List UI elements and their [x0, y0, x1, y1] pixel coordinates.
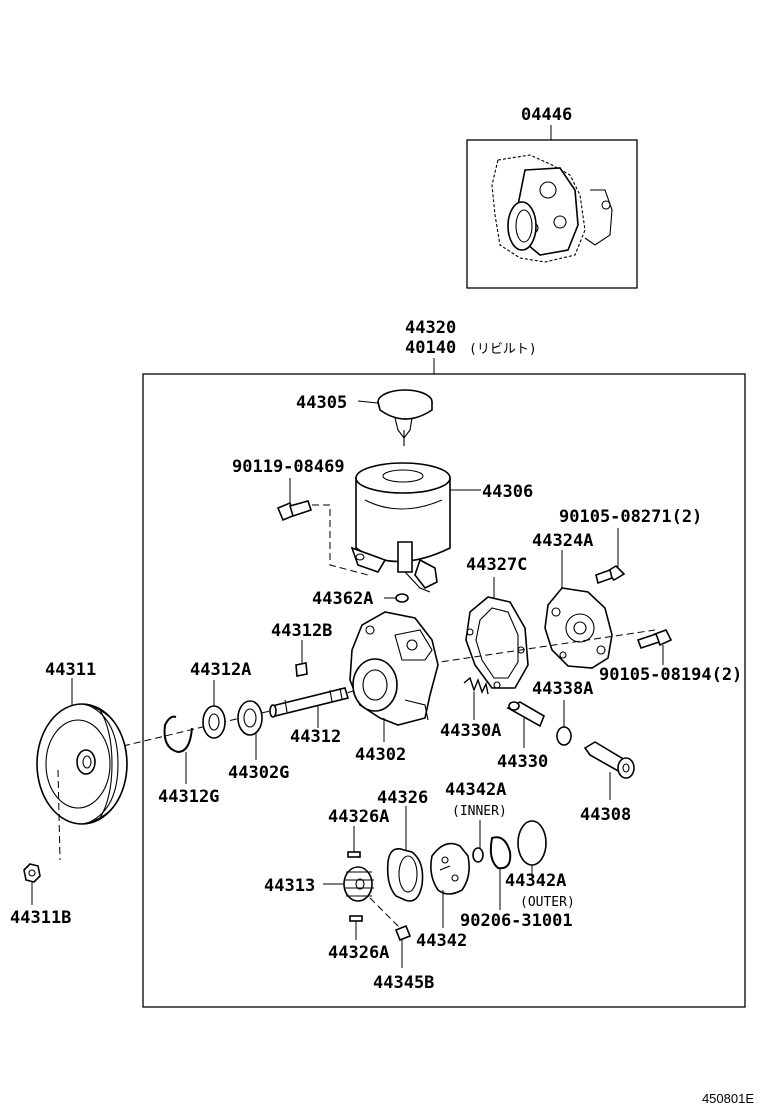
reservoir-cap-part[interactable]: [377, 389, 433, 446]
gasket-kit-group[interactable]: [466, 125, 638, 289]
bolt-dash: [312, 504, 369, 576]
shaft-part[interactable]: [269, 687, 350, 718]
label-vane-top: 44326A: [328, 807, 389, 827]
union-fitting-part[interactable]: [583, 741, 635, 779]
reservoir-bolt-part[interactable]: [276, 500, 313, 522]
label-pump-assy-2: 40140: [405, 338, 456, 358]
snap-ring-2-part[interactable]: [489, 836, 512, 870]
label-pin-345: 44345B: [373, 973, 434, 993]
label-vane-bottom: 44326A: [328, 943, 389, 963]
label-washer-312b: 44312B: [271, 621, 332, 641]
valve-spring-part[interactable]: [463, 676, 489, 695]
label-pin-outer-note: (OUTER): [520, 895, 575, 910]
snap-ring-part[interactable]: [163, 715, 193, 754]
label-cam-ring: 44326: [377, 788, 428, 808]
pulley-nut-dash: [57, 769, 61, 861]
label-pump-assy-1: 44320: [405, 318, 456, 338]
vane-bottom-part[interactable]: [349, 915, 363, 922]
label-bolt-cover-2: 90105-08194(2): [599, 665, 742, 685]
label-side-plate: 44342: [416, 931, 467, 951]
pulley-nut-part[interactable]: [23, 863, 41, 883]
label-pump-body: 44302: [355, 745, 406, 765]
gasket-kit-illustration: [491, 154, 613, 263]
pin-inner-part[interactable]: [472, 847, 484, 863]
label-snap-ring-2: 90206-31001: [460, 911, 573, 931]
flow-valve-part[interactable]: [506, 701, 545, 728]
label-flow-valve: 44330: [497, 752, 548, 772]
side-plate-part[interactable]: [430, 842, 470, 895]
label-bearing: 44312A: [190, 660, 251, 680]
cover-bolt-lower-part[interactable]: [636, 629, 673, 650]
label-pin-inner-note: (INNER): [452, 804, 507, 819]
bearing-part[interactable]: [202, 705, 226, 739]
cover-bolt-upper-part[interactable]: [595, 564, 626, 585]
label-pulley: 44311: [45, 660, 96, 680]
label-bolt-cover: 90105-08271(2): [559, 507, 702, 527]
gasket-kit-frame: [466, 139, 638, 289]
label-pulley-nut: 44311B: [10, 908, 71, 928]
oil-seal-part[interactable]: [237, 700, 263, 736]
axis-line-right: [419, 629, 656, 666]
label-pump-assy-2-note: (リビルト): [469, 342, 537, 357]
label-oring-338: 44338A: [532, 679, 593, 699]
label-reservoir-tank: 44306: [482, 482, 533, 502]
label-valve-spring: 44330A: [440, 721, 501, 741]
rear-cover-part[interactable]: [544, 587, 613, 669]
label-bolt-reservoir: 90119-08469: [232, 457, 345, 477]
vane-top-part[interactable]: [347, 851, 361, 858]
cam-ring-part[interactable]: [386, 848, 424, 902]
oring-362-part[interactable]: [395, 593, 409, 603]
label-pin-outer: 44342A: [505, 871, 566, 891]
cover-gasket-part[interactable]: [465, 596, 529, 689]
label-gasket-kit: 04446: [521, 105, 572, 125]
washer-312b-part[interactable]: [295, 662, 308, 677]
label-oil-seal: 44302G: [228, 763, 289, 783]
pin-outer-part[interactable]: [517, 820, 547, 866]
label-snap-ring: 44312G: [158, 787, 219, 807]
label-oring-362: 44362A: [312, 589, 373, 609]
rotor-dash: [369, 897, 401, 929]
label-union-fitting: 44308: [580, 805, 631, 825]
label-pin-inner: 44342A: [445, 780, 506, 800]
label-rear-cover: 44324A: [532, 531, 593, 551]
cap-leader: [357, 400, 379, 404]
label-rotor: 44313: [264, 876, 315, 896]
label-cover-gasket: 44327C: [466, 555, 527, 575]
label-reservoir-cap: 44305: [296, 393, 347, 413]
pump-assy-frame: [142, 373, 746, 1008]
pulley-part[interactable]: [36, 703, 128, 825]
reservoir-tank-part[interactable]: [350, 462, 451, 593]
pin-345-part[interactable]: [394, 924, 412, 942]
rotor-part[interactable]: [343, 866, 374, 902]
diagram-reference: 450801E: [702, 1091, 754, 1106]
oring-338-part[interactable]: [556, 726, 572, 746]
pump-body-part[interactable]: [349, 611, 439, 726]
label-shaft: 44312: [290, 727, 341, 747]
